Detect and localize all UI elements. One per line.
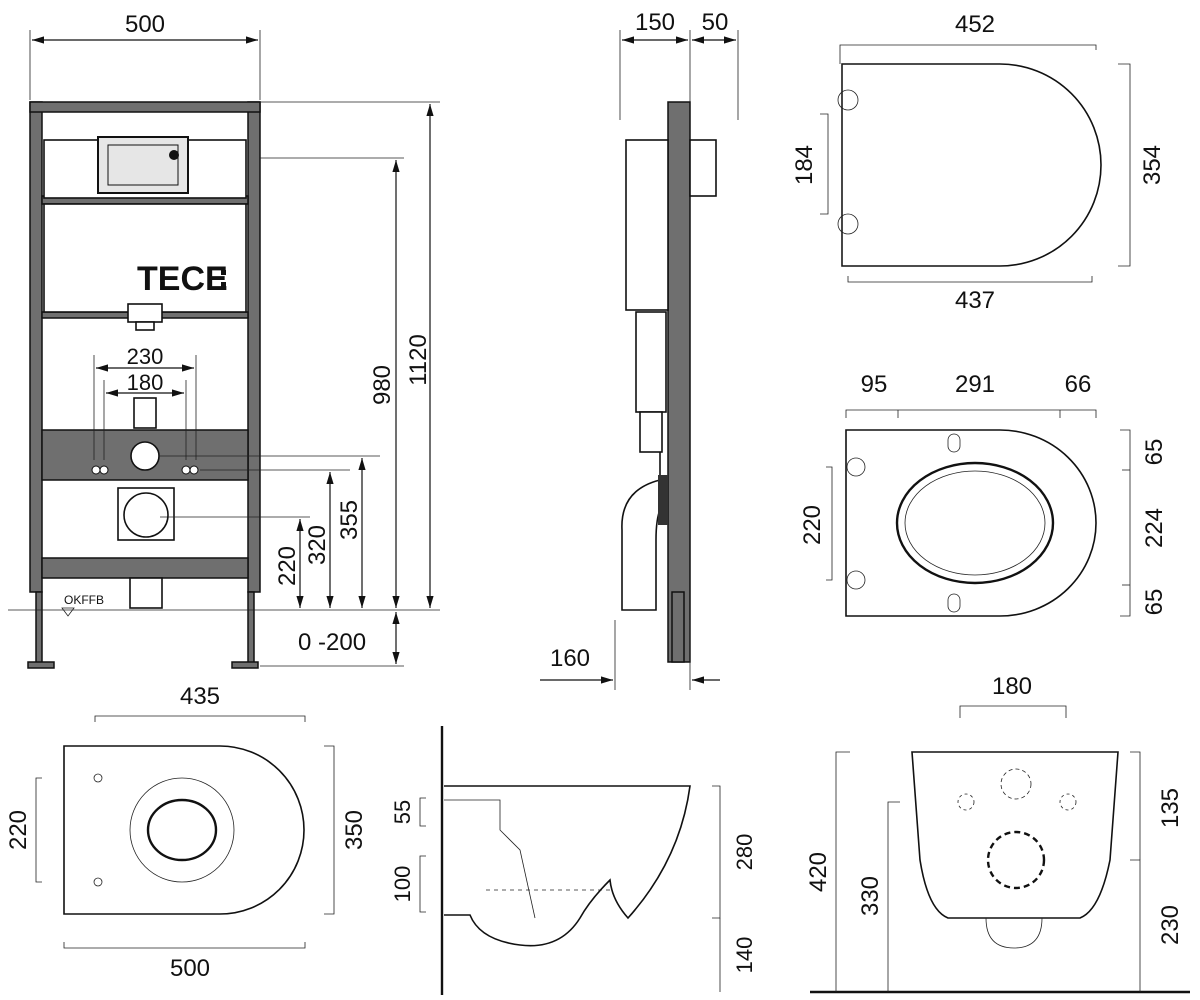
dim-seat-r3: 65 — [1141, 589, 1168, 616]
dim-front-420: 420 — [805, 852, 832, 892]
dim-side-280: 280 — [732, 834, 757, 871]
dim-bowl-left: 220 — [5, 810, 32, 850]
bowl-top-view: 435 220 350 500 — [5, 683, 368, 982]
dim-320: 320 — [304, 525, 331, 565]
dim-front-135: 135 — [1157, 788, 1184, 828]
dim-seat-r2: 224 — [1141, 508, 1168, 548]
dim-1120: 1120 — [405, 334, 432, 386]
label-okffb: OKFFB — [64, 593, 104, 607]
dim-bowl-bottom: 500 — [170, 955, 210, 982]
dim-depth-50: 50 — [702, 9, 729, 36]
dim-seat-b: 291 — [955, 371, 995, 398]
bowl-front-view: 180 420 330 135 230 — [805, 673, 1190, 994]
brand-logo-text: TECE — [137, 260, 228, 298]
dim-bowl-right: 350 — [341, 810, 368, 850]
dim-side-100: 100 — [390, 866, 415, 903]
bowl-side-view: 55 100 280 140 — [390, 726, 757, 995]
dim-220-height: 220 — [274, 546, 301, 586]
dim-seat-c: 66 — [1065, 371, 1092, 398]
dim-lid-right: 354 — [1139, 145, 1166, 185]
dim-980: 980 — [369, 365, 396, 405]
dim-180: 180 — [127, 370, 164, 395]
dim-seat-r1: 65 — [1141, 439, 1168, 466]
dim-side-160: 160 — [550, 645, 590, 672]
dim-side-55: 55 — [390, 800, 415, 824]
dim-front-230: 230 — [1157, 905, 1184, 945]
dim-lid-top: 452 — [955, 11, 995, 38]
dim-front-top: 180 — [992, 673, 1032, 700]
frame-side-view: 150 50 160 — [540, 9, 739, 690]
dim-front-330: 330 — [857, 876, 884, 916]
dim-side-140: 140 — [732, 937, 757, 974]
dim-355: 355 — [336, 500, 363, 540]
frame-front-view: 500 TECE 230 180 — [8, 11, 440, 669]
seat-view: 95 291 66 220 65 224 65 — [799, 371, 1168, 617]
dim-frame-width: 500 — [125, 11, 165, 38]
dim-seat-a: 95 — [861, 371, 888, 398]
dim-adjust: 0 -200 — [298, 629, 366, 656]
dim-lid-bottom: 437 — [955, 287, 995, 314]
dim-depth-150: 150 — [635, 9, 675, 36]
dim-bowl-top: 435 — [180, 683, 220, 710]
dim-seat-left: 220 — [799, 505, 826, 545]
lid-top-view: 452 184 354 437 — [791, 11, 1166, 314]
dim-lid-left: 184 — [791, 145, 818, 185]
dim-230: 230 — [127, 344, 164, 369]
